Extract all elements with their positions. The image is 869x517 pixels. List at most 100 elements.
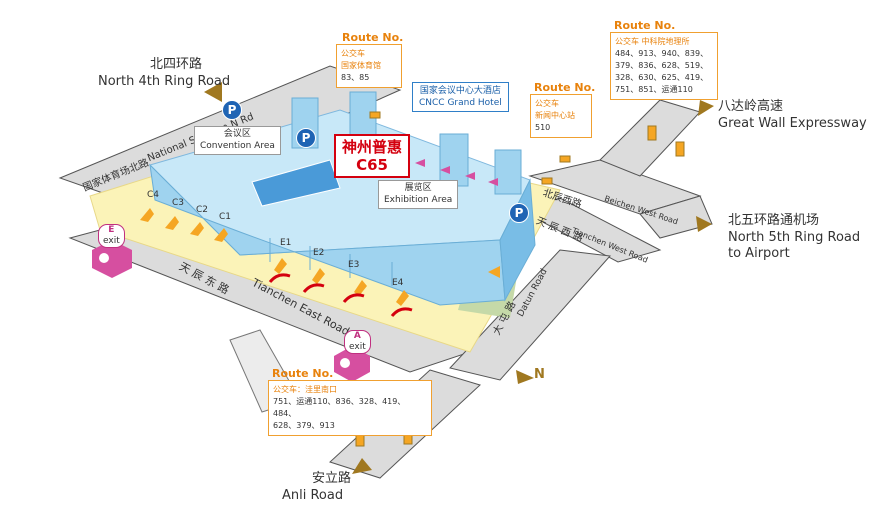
exit-a-word: exit xyxy=(349,341,366,352)
roof-arrow-4 xyxy=(465,172,475,180)
entrance-arrow-e4 xyxy=(396,290,409,306)
exhibition-area-en: Exhibition Area xyxy=(384,194,453,205)
bus-stop-academy-1 xyxy=(647,125,657,141)
route-box-press: 公交车 新闻中心站 510 xyxy=(530,94,592,138)
compass-north: N xyxy=(534,367,545,382)
bus-stops xyxy=(355,111,685,447)
exhibition-area-callout: 展览区 Exhibition Area xyxy=(378,180,459,210)
bus-stop-press-2 xyxy=(559,155,571,163)
route-title-wali: Route No. xyxy=(272,367,334,380)
convention-area-cn: 会议区 xyxy=(223,129,251,139)
road-label-north4-cn: 北四环路 xyxy=(150,57,203,72)
hotel-cn: 国家会议中心大酒店 xyxy=(419,86,501,96)
bus-stop-academy-2 xyxy=(675,141,685,157)
entrance-arrows xyxy=(140,208,500,306)
arrow-north5 xyxy=(696,216,712,232)
gate-c3: C3 xyxy=(172,198,185,208)
bus-stop-stadium xyxy=(369,111,381,119)
route-press-lines: 510 xyxy=(535,123,551,132)
exit-e-letter: E xyxy=(108,225,115,235)
vehicle-arrow-4 xyxy=(390,307,413,317)
road-datun xyxy=(449,249,612,381)
route-stadium-kind: 公交车 xyxy=(341,49,365,58)
exit-e-emblem xyxy=(99,253,109,263)
exit-kiosks xyxy=(92,240,370,382)
road-label-anli-cn: 安立路 xyxy=(312,471,352,486)
bus-stop-press-1 xyxy=(541,177,553,185)
road-label-greatwall-en: Great Wall Expressway xyxy=(718,116,867,131)
parking-icon-east: P xyxy=(509,203,529,223)
entrance-arrow-c4 xyxy=(140,208,154,222)
roof-arrow-3 xyxy=(440,166,450,174)
booth-code: C65 xyxy=(356,156,388,174)
roof-arrow-2 xyxy=(415,159,425,167)
gate-c4: C4 xyxy=(147,190,160,200)
road-label-north5-en-2: to Airport xyxy=(728,246,790,261)
hotel-tower-3 xyxy=(439,133,469,187)
hotel-en: CNCC Grand Hotel xyxy=(419,98,502,109)
parking-icon-west: P xyxy=(222,100,242,120)
exit-a-emblem xyxy=(340,358,350,368)
direction-arrows xyxy=(204,82,714,474)
route-academy-line-3: 328、630、625、419、 xyxy=(615,73,709,82)
route-box-academy: 公交车 中科院地理所 484、913、940、839、 379、836、628、… xyxy=(610,32,718,100)
gate-e3: E3 xyxy=(348,260,360,270)
gate-c1: C1 xyxy=(219,212,232,222)
road-label-north5-cn: 北五环路通机场 xyxy=(728,213,820,228)
exit-e-word: exit xyxy=(103,235,120,246)
convention-area-callout: 会议区 Convention Area xyxy=(194,126,281,156)
route-wali-line-2: 628、379、913 xyxy=(273,421,335,430)
parking-icon-north: P xyxy=(296,128,316,148)
road-label-north4-en: North 4th Ring Road xyxy=(98,74,231,89)
route-academy-line-1: 484、913、940、839、 xyxy=(615,49,709,58)
building-front xyxy=(149,163,506,306)
vehicle-arrow-3 xyxy=(342,293,365,303)
route-wali-line-1: 751、运通110、836、328、419、484、 xyxy=(273,397,406,418)
hotel-tower-4 xyxy=(494,149,522,195)
route-wali-kind: 公交车：洼里南口 xyxy=(273,385,337,394)
gate-e1: E1 xyxy=(280,238,292,248)
roof-arrow-5 xyxy=(488,178,498,186)
entrance-arrow-side xyxy=(488,266,500,278)
route-box-stadium: 公交车 国家体育馆 83、85 xyxy=(336,44,402,88)
road-label-greatwall-cn: 八达岭高速 xyxy=(718,99,784,114)
road-label-north5-en-1: North 5th Ring Road xyxy=(728,230,861,245)
booth-brand: 神州普惠 xyxy=(342,138,403,156)
route-title-press: Route No. xyxy=(534,81,596,94)
exit-e-kiosk xyxy=(92,240,132,278)
vehicle-arrow-1 xyxy=(268,273,291,283)
gate-e4: E4 xyxy=(392,278,404,288)
vehicle-arrow-2 xyxy=(302,283,325,293)
compass-arrow xyxy=(516,370,534,384)
gate-c2: C2 xyxy=(196,205,209,215)
arrow-greatwall xyxy=(698,100,714,116)
gate-e2: E2 xyxy=(313,248,325,258)
building-atrium xyxy=(251,159,341,207)
route-press-stop: 新闻中心站 xyxy=(535,111,575,120)
arrow-anli xyxy=(352,458,372,474)
entrance-arrow-e2 xyxy=(312,268,325,284)
route-stadium-lines: 83、85 xyxy=(341,73,370,82)
route-stadium-stop: 国家体育馆 xyxy=(341,61,381,70)
exit-a-kiosk xyxy=(334,346,370,382)
convention-area-en: Convention Area xyxy=(200,140,275,151)
route-press-kind: 公交车 xyxy=(535,99,559,108)
exit-a-letter: A xyxy=(353,331,361,341)
arrow-north4 xyxy=(204,82,222,102)
route-academy-kind: 公交车 中科院地理所 xyxy=(615,37,690,46)
road-label-anli-en: Anli Road xyxy=(282,488,344,503)
entrance-arrow-c2 xyxy=(190,222,204,236)
route-title-academy: Route No. xyxy=(614,19,676,32)
route-academy-line-4: 751、851、运通110 xyxy=(615,85,693,94)
route-box-wali: 公交车：洼里南口 751、运通110、836、328、419、484、 628、… xyxy=(268,380,432,436)
route-academy-line-2: 379、836、628、519、 xyxy=(615,61,709,70)
entrance-arrow-e1 xyxy=(274,258,287,274)
exhibition-area-cn: 展览区 xyxy=(404,183,432,193)
booth-marker[interactable]: 神州普惠 C65 xyxy=(334,134,411,178)
entrance-arrow-c1 xyxy=(214,228,228,242)
